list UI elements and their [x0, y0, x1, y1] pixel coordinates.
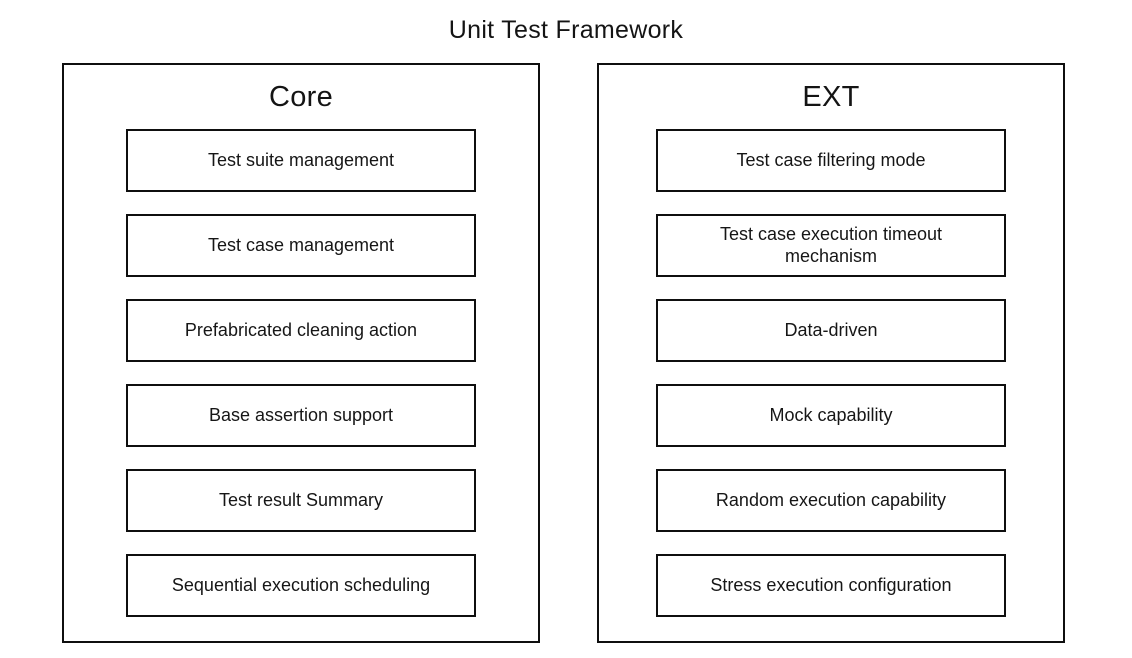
ext-item-box: Mock capability: [656, 384, 1006, 447]
core-item-box: Test result Summary: [126, 469, 476, 532]
core-item-label: Base assertion support: [208, 404, 394, 425]
core-item-label: Prefabricated cleaning action: [184, 319, 418, 340]
core-item-label: Sequential execution scheduling: [171, 574, 431, 595]
ext-item-label: Test case execution timeout mechanism: [719, 223, 943, 266]
ext-item-box: Stress execution configuration: [656, 554, 1006, 617]
ext-item-box: Data-driven: [656, 299, 1006, 362]
core-panel: Core Test suite management Test case man…: [62, 63, 540, 643]
ext-panel: EXT Test case filtering mode Test case e…: [597, 63, 1065, 643]
core-box-list: Test suite management Test case manageme…: [64, 129, 538, 617]
ext-item-label: Stress execution configuration: [710, 574, 952, 595]
ext-item-label: Data-driven: [784, 319, 878, 340]
ext-item-box: Random execution capability: [656, 469, 1006, 532]
core-panel-header: Core: [268, 81, 334, 113]
ext-box-list: Test case filtering mode Test case execu…: [599, 129, 1063, 617]
core-item-box: Prefabricated cleaning action: [126, 299, 476, 362]
core-item-box: Test suite management: [126, 129, 476, 192]
ext-item-box: Test case execution timeout mechanism: [656, 214, 1006, 277]
core-item-label: Test result Summary: [218, 489, 384, 510]
ext-item-label: Random execution capability: [715, 489, 947, 510]
ext-item-label: Test case filtering mode: [736, 149, 926, 170]
ext-item-box: Test case filtering mode: [656, 129, 1006, 192]
core-item-box: Test case management: [126, 214, 476, 277]
core-item-label: Test case management: [207, 234, 395, 255]
diagram-title: Unit Test Framework: [448, 16, 684, 44]
core-item-box: Sequential execution scheduling: [126, 554, 476, 617]
ext-item-label: Mock capability: [769, 404, 893, 425]
ext-panel-header: EXT: [802, 81, 860, 113]
core-item-label: Test suite management: [207, 149, 395, 170]
core-item-box: Base assertion support: [126, 384, 476, 447]
